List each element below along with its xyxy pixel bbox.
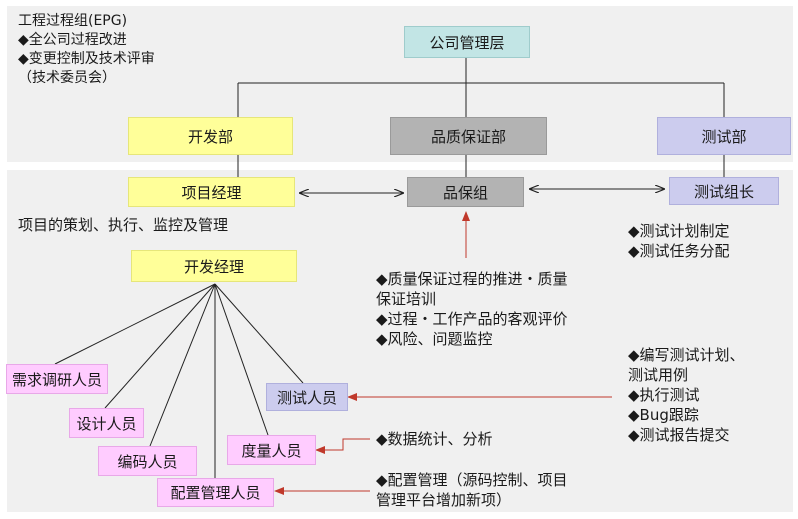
qa-duty-evaluation: ◆过程・工作产品的客观评价 (376, 310, 568, 328)
dev-manager-fan-lines (54, 283, 304, 480)
qa-dept-box: 品质保证部 (390, 117, 547, 155)
qa-duty-risk: ◆风险、问题监控 (376, 330, 493, 348)
config-mgr-box: 配置管理人员 (157, 478, 274, 507)
config-duties: ◆配置管理（源码控制、项目 管理平台增加新项） (376, 470, 568, 510)
lead-duty-plan: ◆测试计划制定 (628, 222, 730, 240)
qa-group-box: 品保组 (407, 177, 524, 207)
org-tree-lines (237, 58, 725, 177)
config-duty-line-2: 管理平台增加新项） (376, 491, 512, 509)
epg-title: 工程过程组(EPG) (18, 13, 128, 29)
epg-item-process-improvement: ◆全公司过程改进 (18, 32, 127, 48)
tester-duty-execute: ◆执行测试 (628, 386, 700, 404)
coder-box: 编码人员 (98, 446, 197, 476)
tester-duty-report: ◆测试报告提交 (628, 426, 730, 444)
epg-item-committee: （技术委员会） (18, 70, 116, 86)
epg-item-change-control: ◆变更控制及技术评审 (18, 51, 155, 67)
test-dept-box: 测试部 (657, 117, 791, 155)
dev-manager-box: 开发经理 (131, 250, 297, 282)
test-lead-box: 测试组长 (669, 177, 779, 205)
designer-box: 设计人员 (69, 408, 144, 438)
requirements-staff-box: 需求调研人员 (6, 364, 108, 394)
dev-dept-box: 开发部 (128, 117, 293, 155)
qa-duties: ◆质量保证过程的推进・质量 保证培训 ◆过程・工作产品的客观评价 ◆风险、问题监… (376, 269, 568, 349)
tester-duties: ◆编写测试计划、 测试用例 ◆执行测试 ◆Bug跟踪 ◆测试报告提交 (628, 345, 745, 445)
duty-arrows (274, 211, 612, 495)
lead-duty-assign: ◆测试任务分配 (628, 242, 730, 260)
pm-duty-note: 项目的策划、执行、监控及管理 (18, 216, 229, 234)
test-lead-duties: ◆测试计划制定 ◆测试任务分配 (628, 221, 730, 261)
qa-duty-training: 保证培训 (376, 290, 437, 308)
epg-description: 工程过程组(EPG) ◆全公司过程改进 ◆变更控制及技术评审 （技术委员会） (18, 12, 155, 88)
project-manager-box: 项目经理 (128, 177, 295, 207)
qa-duty-promote: ◆质量保证过程的推进・质量 (376, 270, 568, 288)
metrics-duty-note: ◆数据统计、分析 (376, 430, 493, 448)
tester-box: 测试人员 (266, 383, 348, 411)
metrics-staff-box: 度量人员 (227, 435, 316, 465)
management-box: 公司管理层 (404, 26, 530, 58)
tester-duty-bug-tracking: ◆Bug跟踪 (628, 406, 699, 424)
config-duty-line-1: ◆配置管理（源码控制、项目 (376, 471, 568, 489)
tester-duty-write-plan: ◆编写测试计划、 (628, 346, 745, 364)
tester-duty-test-cases: 测试用例 (628, 366, 689, 384)
